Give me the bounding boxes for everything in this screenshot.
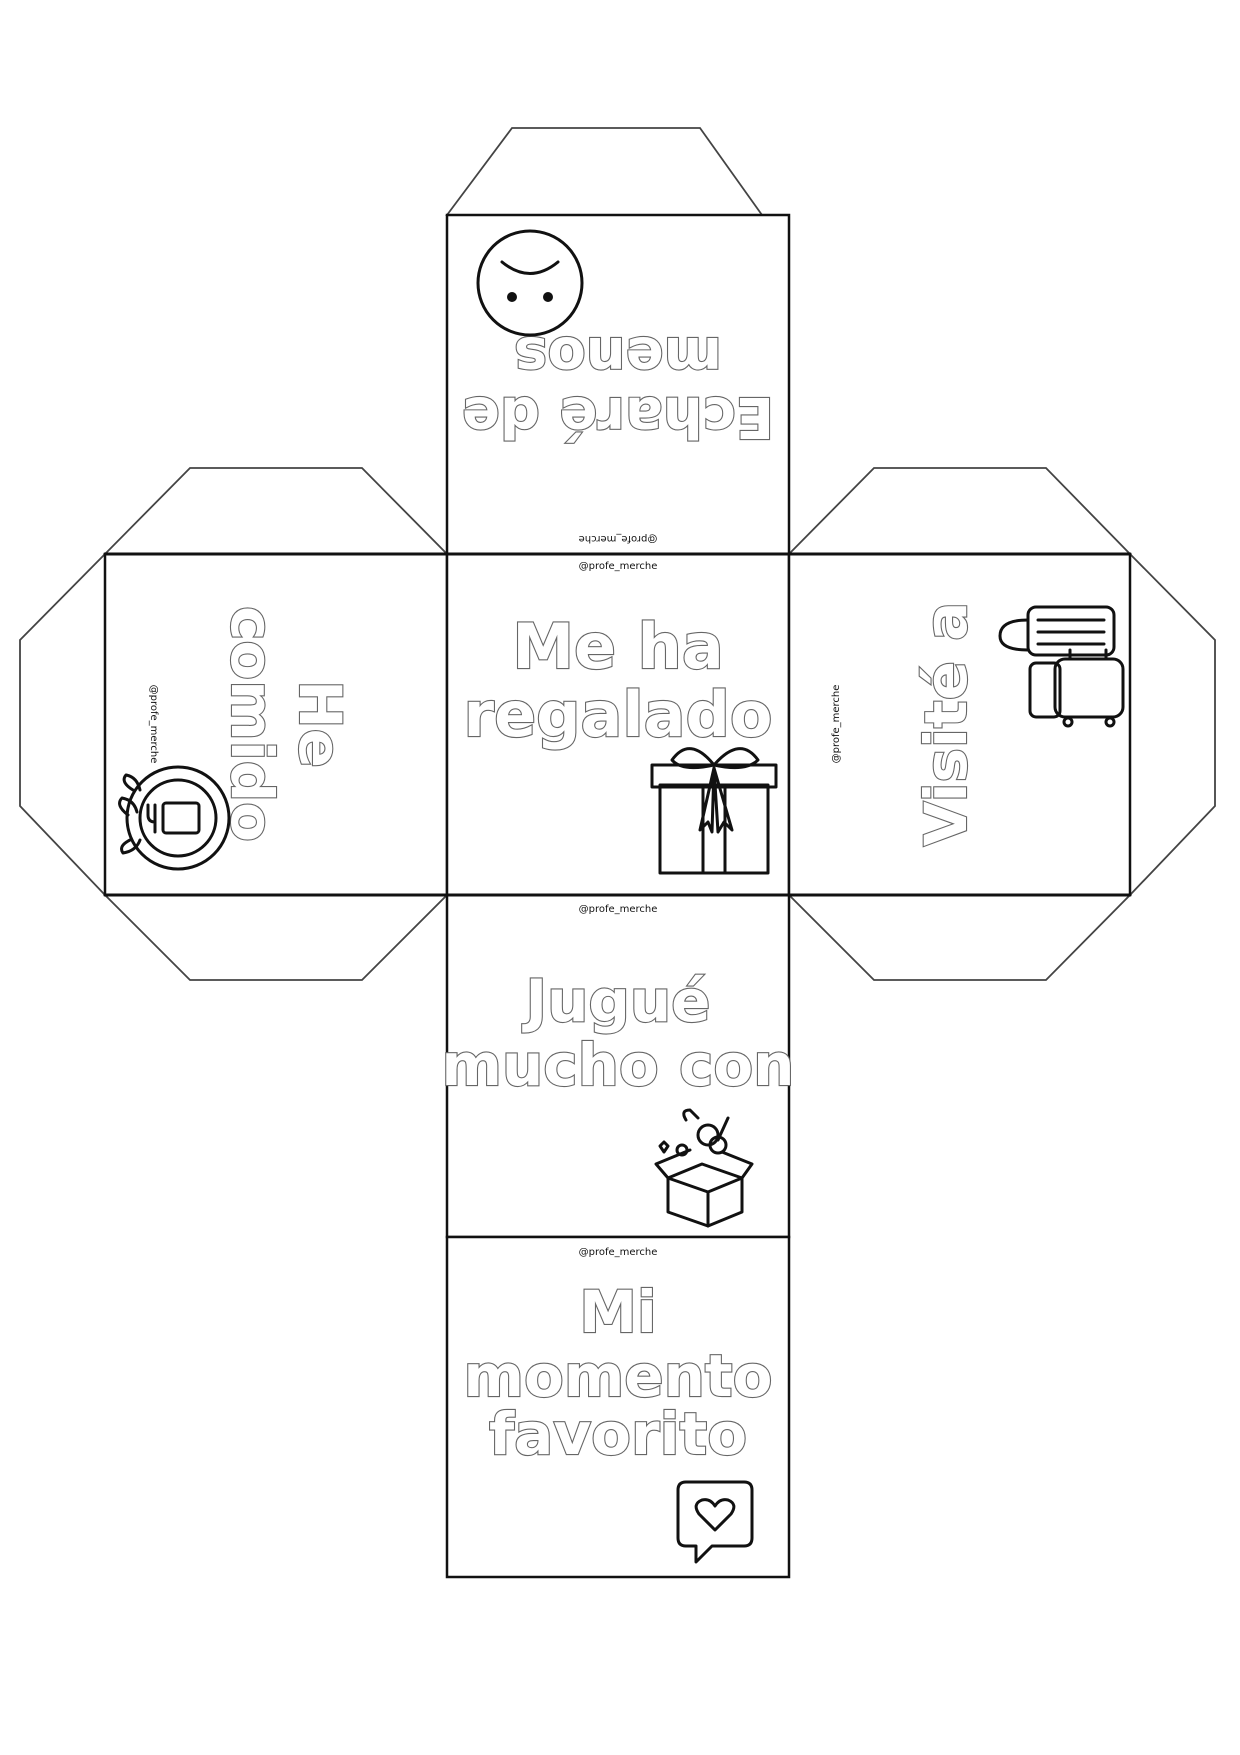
gift-icon [650,747,778,875]
center-face-line-2: regalado [464,678,773,751]
lower-face-line-1: Jugué [521,967,710,1035]
toy-box-icon [654,1108,754,1228]
left-face-content: He comido @profe_merche [148,605,355,843]
lower-face-credit: @profe_merche [579,904,658,915]
heart-speech-bubble-icon [676,1480,754,1564]
right-face-content: Visité a @profe_merche [831,601,981,848]
left-bottom-flap [102,894,450,981]
right-top-flap [786,467,1133,555]
top-face-line-2: menos [514,324,722,389]
top-face-line-1: Echaré de [462,384,774,449]
left-face-line-2: comido [218,606,286,842]
top-face-credit: @profe_merche [579,533,658,544]
left-face-credit: @profe_merche [148,685,159,764]
right-face [787,552,1132,897]
center-face-credit: @profe_merche [579,561,658,572]
bottom-face-line-3: favorito [489,1400,747,1468]
left-face [103,552,449,897]
bottom-face-line-1: Mi [579,1278,657,1346]
top-face-content: Echaré de menos @profe_merche [461,323,775,544]
top-face [445,213,791,556]
right-face-line-1: Visité a [912,602,980,847]
face-icon [476,229,584,337]
bottom-face-line-2: momento [464,1342,773,1410]
lower-face [445,893,791,1239]
top-flap [445,127,764,216]
left-side-flap [19,551,106,898]
food-plate-icon [118,765,231,871]
lower-face-line-2: mucho con [442,1031,795,1099]
bottom-face [445,1235,791,1579]
right-bottom-flap [786,894,1133,981]
bottom-face-credit: @profe_merche [579,1247,658,1258]
left-top-flap [102,467,450,555]
center-face-line-1: Me ha [512,610,723,683]
left-face-line-1: He [286,680,354,768]
right-side-flap [1129,551,1216,898]
right-face-credit: @profe_merche [831,685,842,764]
luggage-icon [998,605,1125,728]
